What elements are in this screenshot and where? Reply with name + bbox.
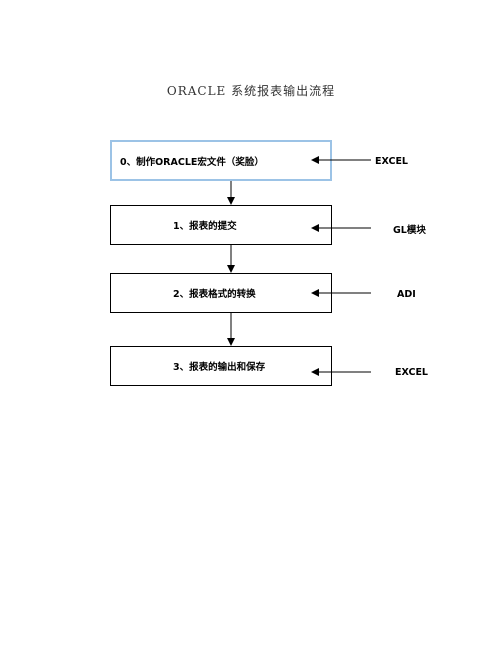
step-box-3: 3、报表的输出和保存 xyxy=(110,346,332,386)
page-title: ORACLE 系统报表输出流程 xyxy=(166,84,336,98)
source-label-0: EXCEL xyxy=(375,156,408,167)
source-label-3: EXCEL xyxy=(395,367,428,378)
step-label-1: 1、报表的提交 xyxy=(173,221,237,232)
step-label-3: 3、报表的输出和保存 xyxy=(173,362,266,373)
step-label-2: 2、报表格式的转换 xyxy=(173,289,256,300)
step-label-0: 0、制作ORACLE宏文件（奖脸） xyxy=(120,156,264,168)
source-label-2: ADI xyxy=(397,289,416,300)
step-box-2: 2、报表格式的转换 xyxy=(110,273,332,313)
step-box-1: 1、报表的提交 xyxy=(110,205,332,245)
source-label-1: GL模块 xyxy=(393,225,426,236)
